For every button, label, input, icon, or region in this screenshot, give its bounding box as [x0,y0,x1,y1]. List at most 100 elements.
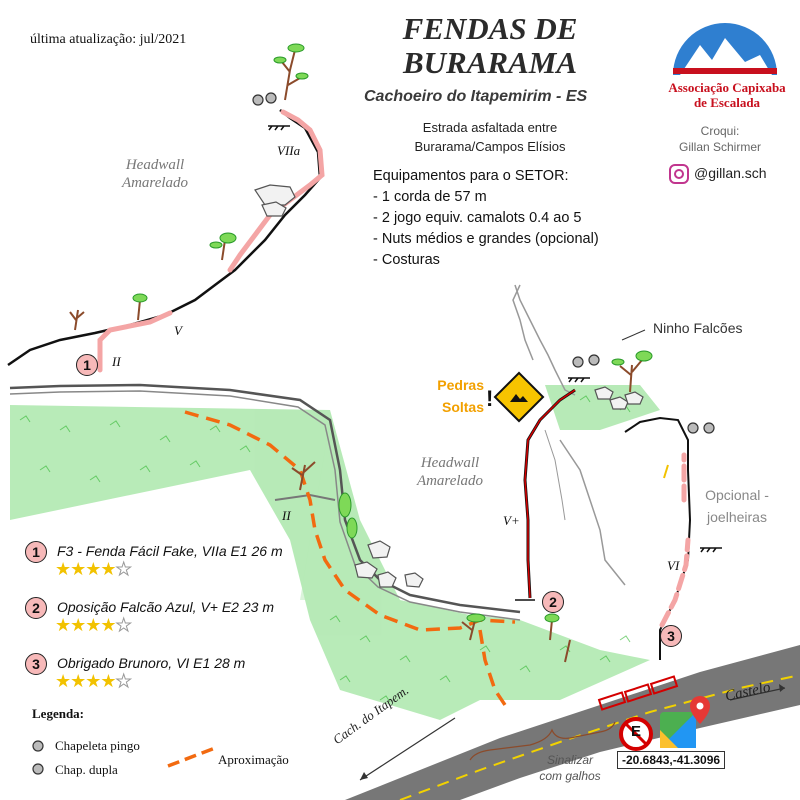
river-arrow-head [360,772,368,780]
route-3-line [624,416,692,660]
star-filled-icon: ★ [70,559,86,579]
upper-cliff-line [7,109,322,367]
headwall-right-line-1: Headwall [420,455,480,471]
road-line-1: Estrada asfaltada entre [422,120,558,135]
castelo-arrow-head [779,684,785,692]
optional-line-1: Opcional - [705,487,769,503]
grade-label: V+ [503,513,520,528]
parking-marks [597,675,679,711]
star-filled-icon: ★ [70,671,86,691]
optional-kneepads-label: Opcional - joelheiras [692,484,782,528]
route-badge-1: 1 [76,354,98,376]
legend-single-bolt: Chapeleta pingo [55,738,140,753]
page-title: FENDAS DE BURARAMA [390,12,590,80]
route-badge-2: 2 [542,591,564,613]
falling-rock-warning-icon [493,371,545,423]
route-3-pink [659,452,691,628]
grade-label: II [282,508,291,523]
equipment-item: - Nuts médios e grandes (opcional) [373,231,599,247]
last-update-text: última atualização: jul/2021 [30,32,187,47]
route-upper-pink [97,109,325,373]
parking-sign-icon [619,717,653,751]
star-empty-icon: ★ [115,671,132,692]
croqui-credit: Croqui: Gillan Schirmer [660,123,780,155]
road-line-2: Burarama/Campos Elísios [414,139,566,154]
legend-approach: Aproximação [218,752,289,767]
rock-piles [254,184,644,588]
pillar-outline-2 [512,284,534,361]
route-rating-stars: ★★★★★ [55,615,132,636]
vegetation-texture [19,395,631,703]
bolt-markers [32,92,715,775]
parking-sign-letter: E [630,723,641,740]
star-filled-icon: ★ [55,671,71,691]
star-filled-icon: ★ [100,615,116,635]
approach-path [184,410,516,706]
grade-label: V [174,323,182,338]
river-arrow [359,717,456,781]
title-line-1: FENDAS DE [402,11,578,46]
instagram-icon [669,164,689,184]
title-line-2: BURARAMA [402,45,577,80]
sinalizar-brace [469,721,616,761]
club-name: Associação Capixaba de Escalada [652,80,800,110]
headwall-left-line-2: Amarelado [121,175,189,191]
branch-signal-line-2: com galhos [539,769,601,783]
equipment-item: - Costuras [373,252,440,268]
optional-mark [663,464,669,479]
star-filled-icon: ★ [55,559,71,579]
headwall-left-label: Headwall Amarelado [100,156,210,192]
route-list-number: 2 [25,597,47,619]
exclamation-mark: ! [486,386,494,411]
croqui-label: Croqui: [700,124,740,138]
legend-double-bolt: Chap. dupla [55,762,118,777]
road-center-line [399,674,800,800]
star-filled-icon: ★ [85,671,101,691]
legend-heading: Legenda: [32,706,84,721]
pillar-outline [514,284,576,396]
anchor-marks [268,125,722,601]
club-name-line-2: de Escalada [693,95,761,110]
ninho-falcoes-label: Ninho Falcões [653,320,743,336]
ace-logo-text: ACE [713,57,739,71]
headwall-right-line-2: Amarelado [416,473,484,489]
grade-label: VI [667,558,680,573]
google-maps-icon [660,696,710,748]
road [345,645,800,800]
pillar-inner-crack-2 [544,429,566,521]
star-filled-icon: ★ [70,615,86,635]
grade-label: VIIa [277,143,301,158]
branch-signal-note: Sinalizar com galhos [530,752,610,784]
star-filled-icon: ★ [85,559,101,579]
route-list-number: 3 [25,653,47,675]
grade-label: II [112,354,121,369]
route-list-text: Obrigado Brunoro, VI E1 28 m [57,655,246,671]
star-filled-icon: ★ [100,671,116,691]
route-list-number: 1 [25,541,47,563]
headwall-right-label: Headwall Amarelado [395,454,505,490]
star-empty-icon: ★ [115,615,132,636]
middle-ledge-line [9,383,521,614]
equipment-item: - 1 corda de 57 m [373,189,487,205]
headwall-left-line-1: Headwall [125,157,185,173]
route-rating-stars: ★★★★★ [55,671,132,692]
tree-icons [69,49,643,663]
middle-ledge-line-inner [9,390,521,621]
star-filled-icon: ★ [85,615,101,635]
equipment-list: Equipamentos para o SETOR: - 1 corda de … [373,166,599,271]
castelo-arrow [729,687,786,701]
route-rating-stars: ★★★★★ [55,559,132,580]
equipment-item: - 2 jogo equiv. camalots 0.4 ao 5 [373,210,582,226]
page-subtitle: Cachoeiro do Itapemirim - ES [364,88,588,105]
club-name-line-1: Associação Capixaba [668,80,786,95]
gps-coordinates[interactable]: -20.6843,-41.3096 [617,751,726,769]
loose-rocks-line-2: Soltas [441,399,484,415]
loose-rocks-label: Pedras Soltas [426,374,484,418]
route-badge-3: 3 [660,625,682,647]
ninho-pointer [621,329,646,341]
star-empty-icon: ★ [115,559,132,580]
optional-line-2: joelheiras [707,509,767,525]
star-filled-icon: ★ [100,559,116,579]
